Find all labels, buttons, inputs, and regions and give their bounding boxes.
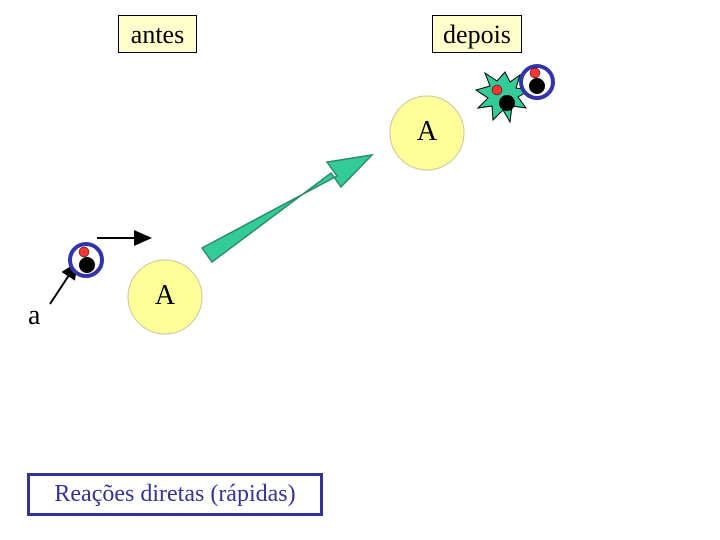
- nucleus-before-label: A: [154, 280, 176, 311]
- particle-ring-icon: [68, 242, 104, 278]
- projectile-label: a: [28, 300, 41, 331]
- particle-ring-icon: [519, 64, 555, 100]
- nucleus-before: [127, 259, 203, 335]
- burst-star-icon: [474, 71, 532, 124]
- after-label: depois: [432, 15, 522, 53]
- nucleus-after-label: A: [416, 116, 438, 147]
- reaction-arrow: [200, 153, 375, 264]
- before-label: antes: [118, 15, 197, 53]
- nucleus-after: [389, 95, 465, 171]
- caption: Reações diretas (rápidas): [27, 473, 323, 516]
